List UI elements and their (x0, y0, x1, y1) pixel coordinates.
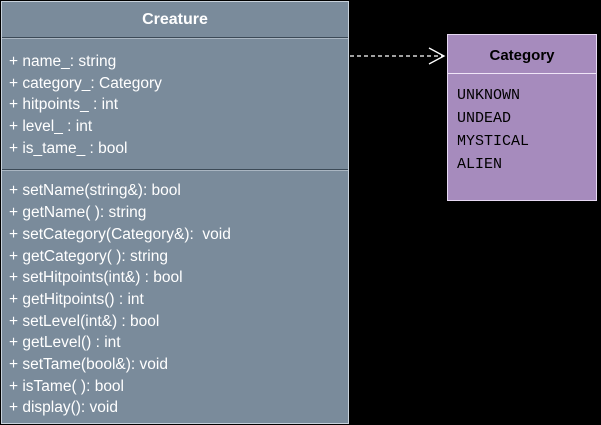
category-literal: UNKNOWN (457, 87, 521, 104)
creature-operation: + setName(string&): bool (9, 182, 181, 200)
creature-attribute: + name_: string (9, 53, 117, 70)
creature-operation: + getLevel() : int (9, 334, 121, 352)
creature-operations: + setName(string&): bool + getName( ): s… (2, 171, 348, 419)
creature-header-divider (2, 37, 348, 39)
creature-operation: + isTame( ): bool (9, 377, 125, 395)
dependency-arrowhead-icon (428, 47, 446, 65)
creature-operation: + getName( ): string (9, 204, 147, 222)
creature-class-box: Creature + name_: string + category_: Ca… (1, 1, 349, 424)
category-literal: MYSTICAL (457, 133, 530, 150)
creature-attribute: + category_: Category (9, 74, 162, 92)
creature-attribute: + hitpoints_ : int (9, 96, 118, 114)
creature-attributes-divider (2, 169, 348, 172)
creature-operation: + setLevel(int&) : bool (9, 312, 160, 330)
creature-operation: + getCategory( ): string (9, 247, 168, 265)
category-literals: UNKNOWN UNDEAD MYSTICAL ALIEN (448, 74, 596, 176)
creature-operation: + setHitpoints(int&) : bool (9, 269, 183, 287)
category-enum-name: Category (489, 47, 555, 64)
creature-attributes: + name_: string + category_: Category + … (2, 39, 348, 169)
creature-operation: + setTame(bool&): void (9, 355, 168, 373)
creature-operation: + getHitpoints() : int (9, 290, 144, 308)
creature-attribute: + level_ : int (9, 118, 93, 136)
creature-attribute: + is_tame_ : bool (9, 139, 128, 157)
category-literal: ALIEN (457, 156, 503, 173)
creature-operation: + display(): void (9, 399, 118, 417)
creature-operation: + setCategory(Category&): void (9, 225, 231, 243)
creature-class-name: Creature (142, 11, 208, 28)
category-header-divider (448, 73, 596, 74)
category-enum-box: Category UNKNOWN UNDEAD MYSTICAL ALIEN (447, 34, 597, 201)
category-literal: UNDEAD (457, 110, 512, 127)
